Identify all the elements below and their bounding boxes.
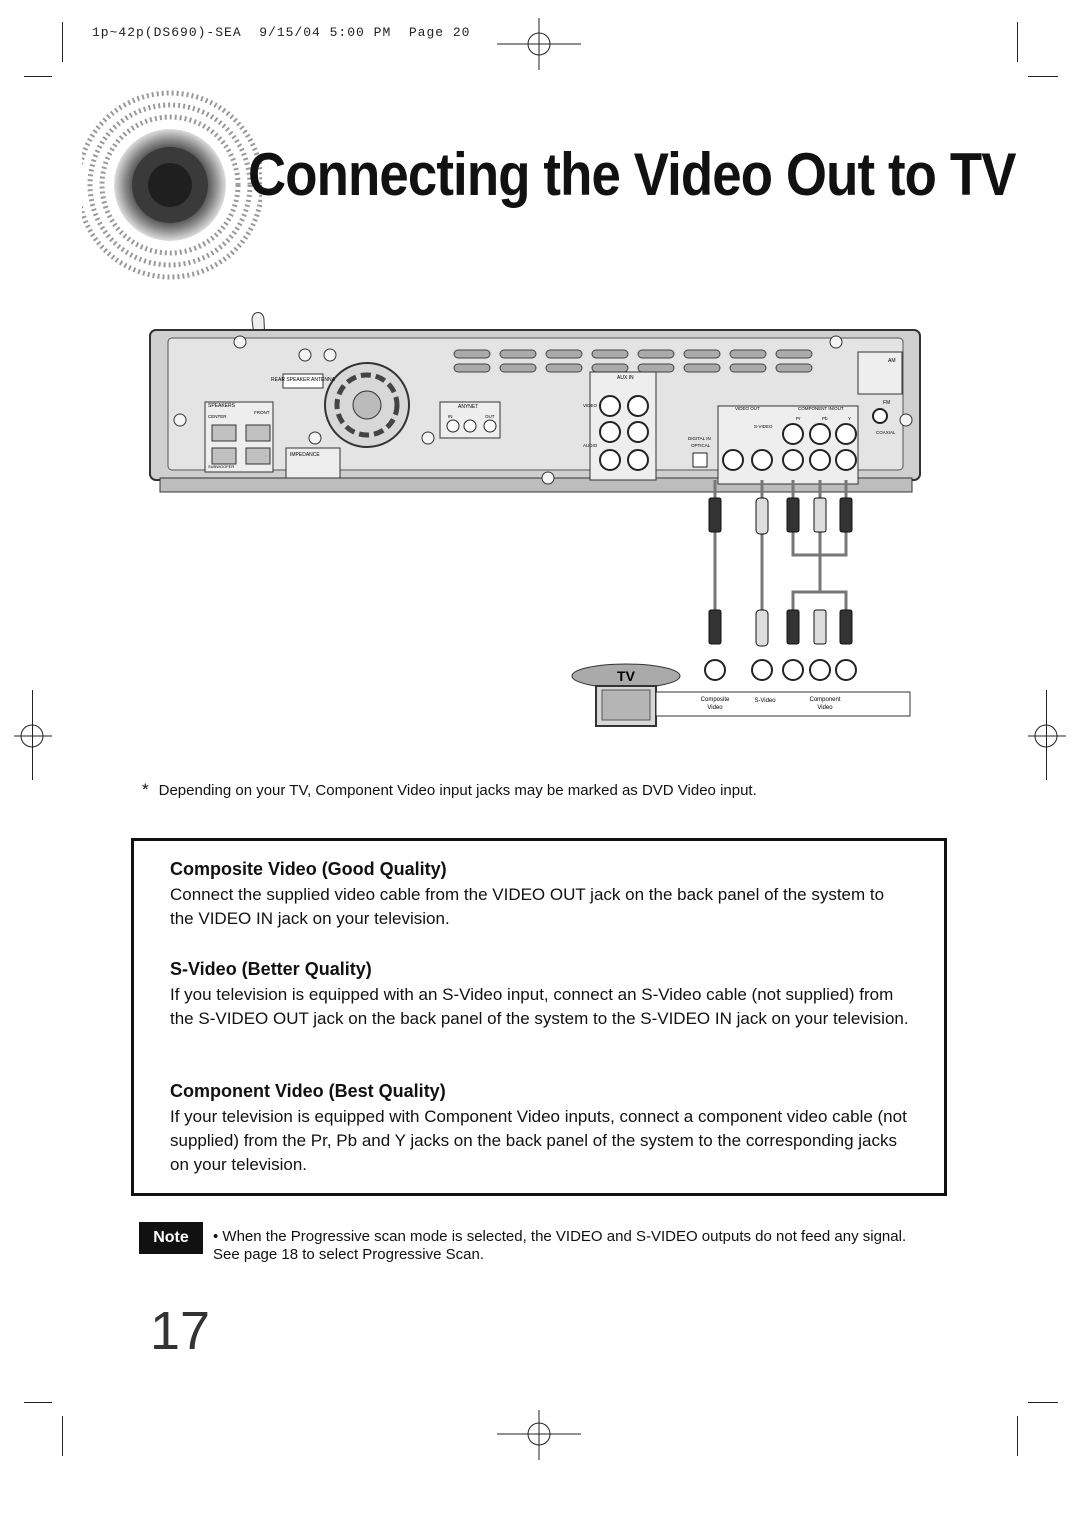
label-anynet: ANYNET: [458, 404, 478, 410]
label-out: OUT: [485, 414, 495, 419]
video-quality-box: Composite Video (Good Quality) Connect t…: [131, 838, 947, 1196]
label-aux-in: AUX IN: [617, 375, 634, 381]
section-heading-component: Component Video (Best Quality): [170, 1081, 446, 1101]
section-heading-svideo: S-Video (Better Quality): [170, 959, 372, 979]
note-text: • When the Progressive scan mode is sele…: [213, 1228, 907, 1263]
label-video-out: VIDEO OUT: [735, 406, 760, 411]
section-heading-composite: Composite Video (Good Quality): [170, 859, 447, 879]
note-badge: Note: [139, 1222, 203, 1254]
section-body-composite: Connect the supplied video cable from th…: [170, 885, 885, 928]
label-speakers: SPEAKERS: [208, 403, 236, 409]
section-body-component: If your television is equipped with Comp…: [170, 1107, 907, 1174]
tv-jack-component: Component: [809, 697, 840, 703]
label-impedance: IMPEDANCE: [290, 452, 320, 458]
label-y: Y: [848, 416, 851, 421]
label-coaxial: COAXIAL: [876, 430, 896, 435]
label-front: FRONT: [254, 410, 270, 415]
label-component-in-out: COMPONENT IN/OUT: [798, 406, 844, 411]
tv-jack-component-video: Video: [817, 705, 833, 711]
label-pr: Pr: [796, 416, 801, 421]
label-in: IN: [448, 414, 453, 419]
page-title: Connecting the Video Out to TV: [248, 141, 1016, 208]
tv-jack-composite-video: Video: [707, 705, 723, 711]
tv-label: TV: [617, 668, 636, 684]
label-rear-speaker: REAR SPEAKER ANTENNA: [271, 377, 336, 383]
label-audio: AUDIO: [583, 443, 598, 448]
footnote-mark: *: [142, 780, 149, 799]
label-digital-in: DIGITAL IN: [688, 436, 711, 441]
tv-jack-composite: Composite: [701, 697, 730, 703]
label-subwoofer: SUBWOOFER: [208, 464, 234, 469]
label-center: CENTER: [208, 414, 227, 419]
print-meta: 1p~42p(DS690)-SEA 9/15/04 5:00 PM Page 2…: [92, 25, 471, 40]
footnote-text: Depending on your TV, Component Video in…: [158, 782, 757, 799]
label-pb: Pb: [822, 416, 828, 421]
speaker-disc-icon: [82, 90, 262, 280]
label-video: VIDEO: [583, 403, 598, 408]
connection-diagram: REAR SPEAKER ANTENNA SPEAKERS CENTER FRO…: [149, 312, 921, 727]
label-optical: OPTICAL: [691, 443, 711, 448]
page-number: 17: [150, 1301, 211, 1361]
tv-jack-svideo: S-Video: [754, 698, 776, 704]
section-body-svideo: If you television is equipped with an S-…: [170, 985, 909, 1028]
label-am: AM: [888, 358, 896, 364]
label-s-video: S-VIDEO: [754, 424, 773, 429]
footnote: * Depending on your TV, Component Video i…: [142, 780, 757, 800]
label-fm: FM: [883, 400, 890, 406]
